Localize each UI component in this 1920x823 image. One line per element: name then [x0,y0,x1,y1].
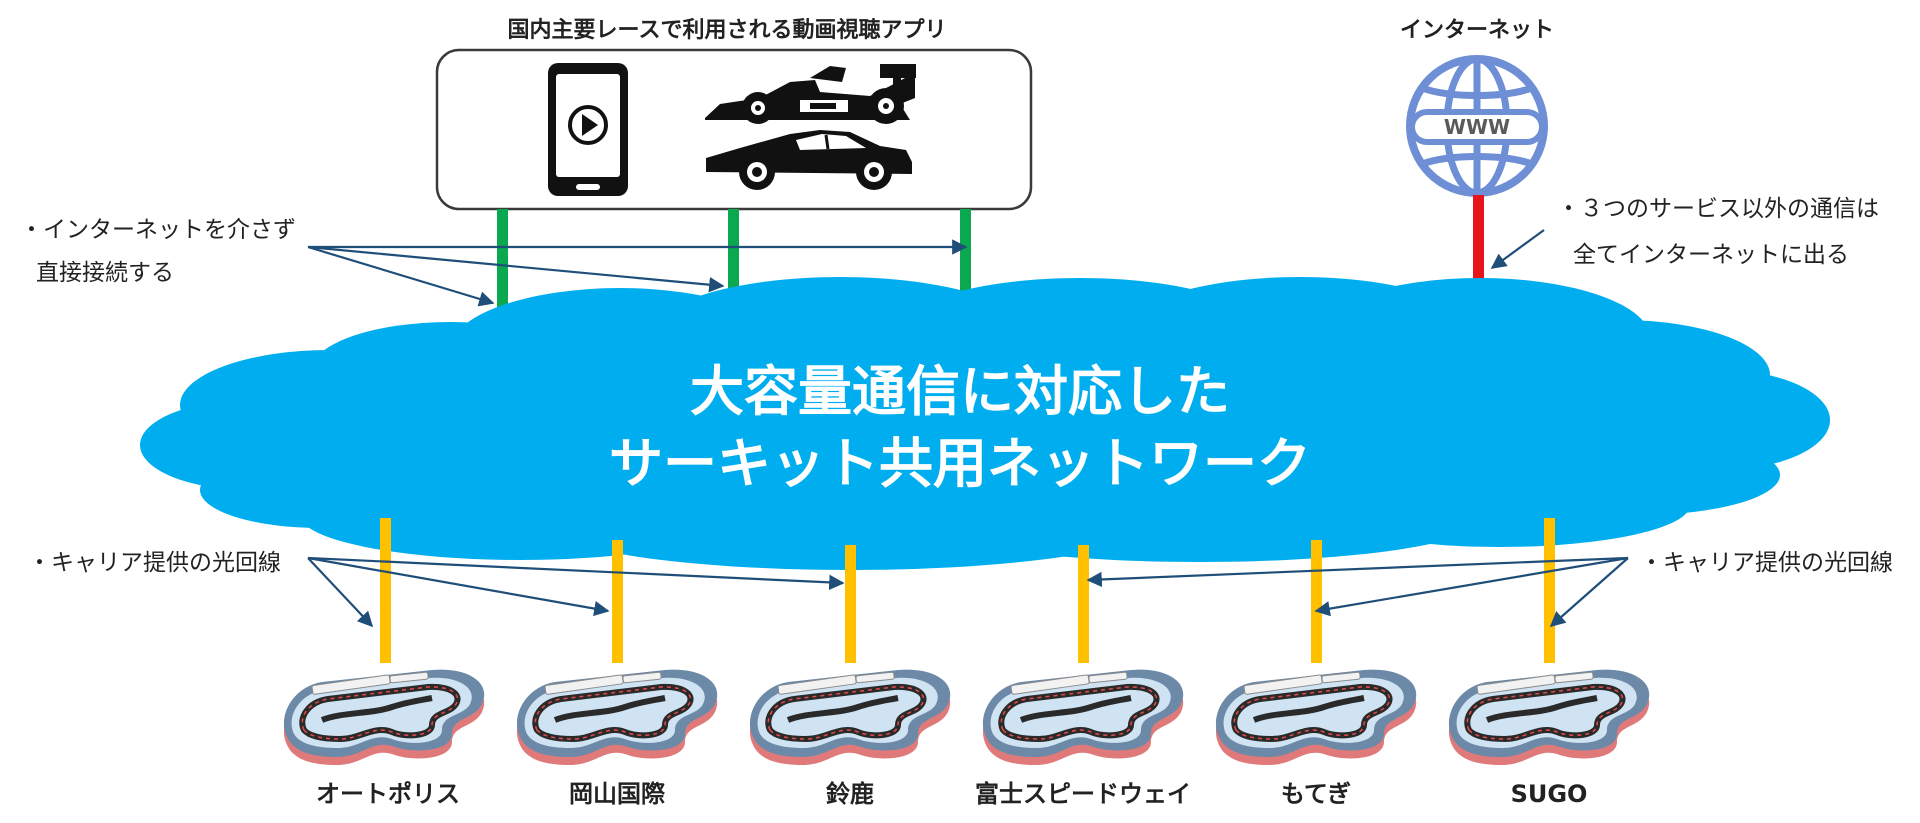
circuit-motegi [1216,670,1416,765]
internet-title: インターネット [1400,18,1554,43]
internet-link [1473,195,1484,320]
note-direct-line1: ・インターネットを介さず [20,217,296,243]
circuit-suzuka [750,670,950,765]
note-direct-line2: 直接接続する [36,260,174,286]
green-link [960,209,971,327]
note-carrier-left: ・キャリア提供の光回線 [28,550,281,576]
circuit-name: 富士スピードウェイ [975,780,1191,808]
note-other-line1: ・３つのサービス以外の通信は [1557,196,1879,222]
globe-www-icon: WWW [1406,55,1548,197]
yellow-link [1311,540,1322,663]
yellow-link [1078,545,1089,663]
note-other-line2: 全てインターネットに出る [1573,242,1849,268]
circuit-name: SUGO [1511,780,1588,808]
cloud-title-line2: サーキット共用ネットワーク [609,432,1311,495]
yellow-link [1544,518,1555,663]
green-link [728,209,739,327]
yellow-link [845,545,856,663]
sports-car-icon [706,130,912,190]
formula-car-icon [705,64,916,124]
circuit-name: 岡山国際 [569,780,665,808]
other-arrow [1490,229,1545,269]
note-carrier-right: ・キャリア提供の光回線 [1640,550,1893,576]
direct-arrows [307,239,968,307]
circuit-autopolis [284,670,484,765]
yellow-link [612,540,623,663]
carrier-left-arrows [307,556,845,628]
direct-links [497,209,971,327]
cloud-title-line1: 大容量通信に対応した [690,360,1230,423]
smartphone-play-icon [548,63,628,196]
circuit-fuji [983,670,1183,765]
globe-label: WWW [1444,115,1510,139]
carrier-right-arrows [1086,556,1629,628]
app-box-title: 国内主要レースで利用される動画視聴アプリ [508,18,947,43]
circuit-sugo [1449,670,1649,765]
circuit-name: もてぎ [1281,780,1351,808]
circuit-name: オートポリス [316,780,460,808]
green-link [497,209,508,327]
app-box [435,48,1033,211]
yellow-link [380,518,391,663]
circuit-name: 鈴鹿 [826,780,874,808]
network-cloud [140,277,1830,570]
circuit-okayama [517,670,717,765]
